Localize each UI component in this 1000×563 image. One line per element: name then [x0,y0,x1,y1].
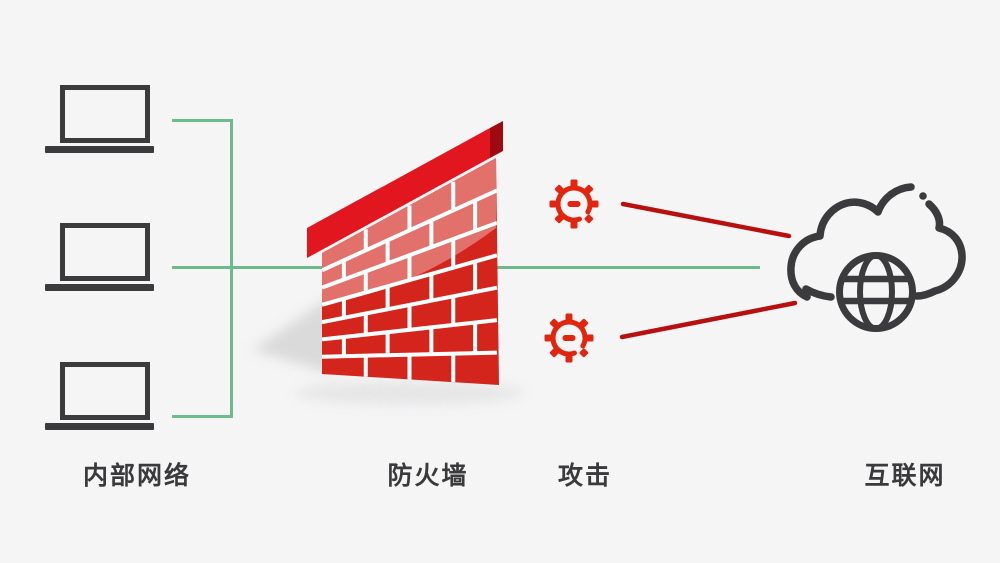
wall-cap-side [490,121,503,158]
label-attack: 攻击 [557,462,613,490]
virus-icon [550,180,599,229]
globe-icon [836,252,916,332]
cloud-globe-icon [787,183,966,332]
cloud-dot [919,192,927,200]
label-firewall: 防火墙 [387,462,469,490]
wall-highlight [322,158,496,304]
firewall-brick-wall-icon [307,121,503,385]
wall-cap-front [307,128,490,258]
laptop-icon [45,85,154,153]
brick-mortar-lines [322,181,498,383]
laptop-icon [45,223,154,291]
label-internet: 互联网 [864,462,946,490]
laptop-icon [45,362,154,430]
attack-lines [619,201,798,340]
virus-icon [545,314,594,363]
label-internal-network: 内部网络 [82,462,192,490]
firewall-shadow [252,297,525,405]
